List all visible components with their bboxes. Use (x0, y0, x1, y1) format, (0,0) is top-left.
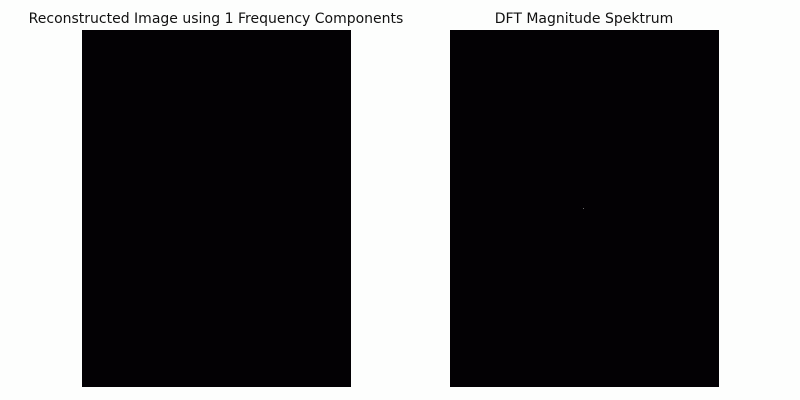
dft-spectrum-title: DFT Magnitude Spektrum (494, 11, 674, 27)
dft-magnitude-spectrum-image (450, 30, 719, 387)
reconstructed-image-title: Reconstructed Image using 1 Frequency Co… (28, 11, 404, 27)
reconstructed-image (82, 30, 351, 387)
dc-component-point (583, 208, 584, 209)
